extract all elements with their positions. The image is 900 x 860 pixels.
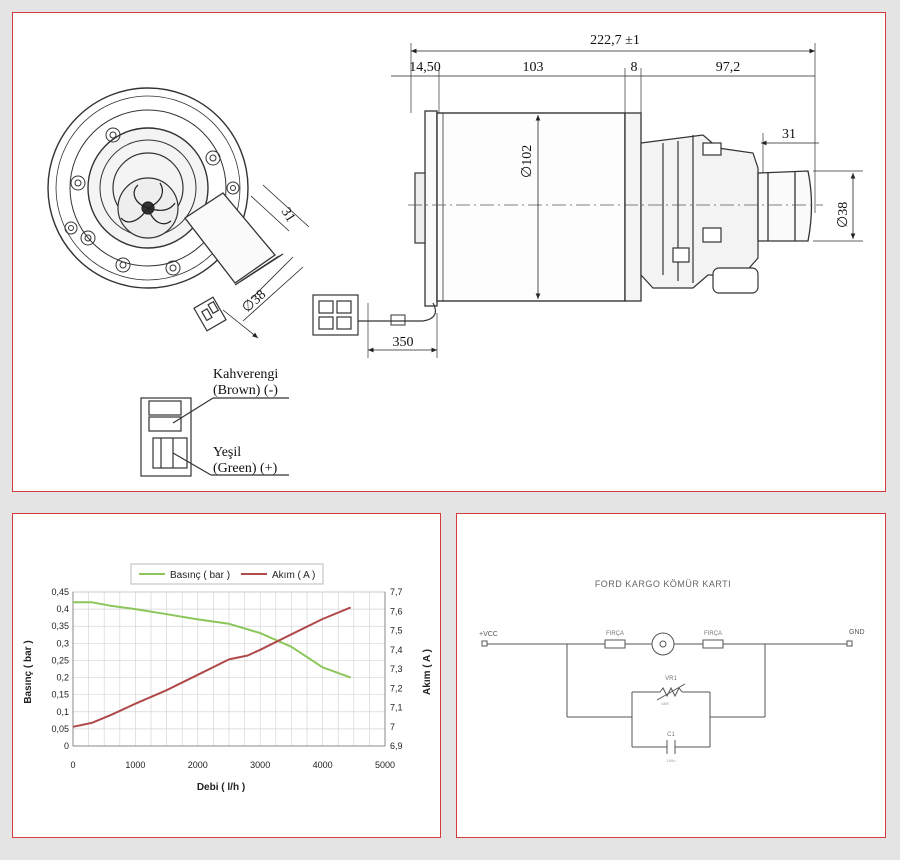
front-view: [47, 87, 284, 332]
y2-tick-label: 7,5: [390, 626, 403, 636]
y-tick-label: 0,35: [51, 621, 69, 631]
outlet-diameter-label: ∅38: [836, 202, 851, 228]
motor-shaft-icon: [659, 640, 667, 648]
chart-ylabel: Basınç ( bar ): [23, 640, 34, 703]
chart-axes: [72, 592, 386, 747]
body-length-label: 103: [523, 60, 544, 75]
capacitor: [666, 740, 676, 754]
chart-grid: [72, 591, 386, 747]
impeller: [120, 182, 176, 225]
side-view: [312, 43, 863, 358]
y-tick-label: 0,45: [51, 587, 69, 597]
y-tick-label: 0,2: [56, 673, 69, 683]
x-tick-label: 1000: [125, 760, 145, 770]
y-tick-label: 0: [64, 741, 69, 751]
y-tick-label: 0,25: [51, 655, 69, 665]
chart-xlabel: Debi ( l/h ): [197, 782, 245, 793]
y-tick-label: 0,1: [56, 707, 69, 717]
front-outlet-diameter-label: ∅38: [240, 287, 270, 316]
mounting-screws: [64, 127, 240, 276]
y2-tick-label: 7,6: [390, 606, 403, 616]
green-wire-label-1: Yeşil: [213, 445, 241, 460]
capacitor-label: C1: [667, 732, 675, 738]
drawing-canvas: 31 ∅38: [47, 33, 863, 477]
y2-tick-label: 7,7: [390, 587, 403, 597]
brown-wire-label-1: Kahverengi: [213, 367, 278, 382]
varistor: [656, 683, 686, 701]
front-connector: [193, 296, 227, 332]
legend-label-current: Akım ( A ): [272, 570, 315, 581]
body-diameter-label: ∅102: [520, 145, 535, 178]
outlet-length-label: 31: [782, 127, 796, 142]
circuit-wires: [485, 643, 849, 748]
y-tick-label: 0,15: [51, 690, 69, 700]
front-outlet-tube: [184, 192, 284, 286]
chart-y2label: Akım ( A ): [422, 649, 433, 695]
varistor-sublabel: VAR: [661, 701, 669, 706]
cable-connector: [312, 294, 359, 336]
gnd-label: GND: [849, 629, 865, 636]
connector-pinout: [140, 397, 289, 477]
gap-length-label: 8: [631, 60, 638, 75]
y-tick-label: 0,3: [56, 638, 69, 648]
y2-tick-label: 7,1: [390, 703, 403, 713]
x-tick-label: 4000: [313, 760, 333, 770]
x-tick-label: 2000: [188, 760, 208, 770]
chart-lines: [72, 601, 352, 728]
circuit-title: FORD KARGO KÖMÜR KARTI: [595, 579, 731, 589]
y2-tick-label: 7: [390, 722, 395, 732]
gnd-terminal: [846, 640, 853, 647]
brush1-resistor: [604, 639, 626, 649]
chart-ticks: 0 1000 2000 3000 4000 5000 0 0,05 0,1 0,15 0,2 0,25…: [51, 587, 402, 770]
front-dimensions: [222, 184, 310, 339]
head-length-label: 97,2: [716, 60, 741, 75]
technical-drawing-panel: 31 ∅38: [12, 12, 886, 492]
capacitor-sublabel: 100n: [667, 758, 676, 763]
side-outlet-tube: [757, 170, 813, 242]
brush2-resistor: [702, 639, 724, 649]
vcc-label: +VCC: [479, 631, 498, 638]
performance-chart: 0 1000 2000 3000 4000 5000 0 0,05 0,1 0,15 0,2 0,25…: [23, 563, 433, 793]
brush2-label: FIRÇA: [704, 631, 722, 637]
y2-tick-label: 7,3: [390, 664, 403, 674]
y2-tick-label: 6,9: [390, 741, 403, 751]
brush1-label: FIRÇA: [606, 631, 624, 637]
varistor-label: VR1: [665, 676, 677, 682]
series-line-pressure: [73, 601, 352, 679]
overall-length-label: 222,7 ±1: [590, 33, 640, 48]
chart-legend: Basınç ( bar ) Akım ( A ): [130, 563, 324, 585]
cable-length-label: 350: [393, 335, 414, 350]
brown-wire-label-2: (Brown) (-): [213, 383, 278, 398]
x-tick-label: 0: [70, 760, 75, 770]
legend-label-pressure: Basınç ( bar ): [170, 570, 230, 581]
front-outlet-length-label: 31: [278, 205, 298, 225]
circuit-schematic: FORD KARGO KÖMÜR KARTI +VCC GND FIRÇA FI…: [479, 579, 865, 763]
motor-symbol: [651, 632, 675, 656]
green-wire-label-2: (Green) (+): [213, 461, 278, 476]
y-tick-label: 0,05: [51, 724, 69, 734]
vcc-terminal: [481, 640, 488, 647]
x-tick-label: 3000: [250, 760, 270, 770]
y2-tick-label: 7,4: [390, 645, 403, 655]
flange-length-label: 14,50: [409, 60, 441, 75]
x-tick-label: 5000: [375, 760, 395, 770]
performance-chart-panel: 0 1000 2000 3000 4000 5000 0 0,05 0,1 0,15 0,2 0,25…: [12, 513, 441, 838]
pump-head: [640, 134, 759, 294]
y-tick-label: 0,4: [56, 604, 69, 614]
circuit-panel: FORD KARGO KÖMÜR KARTI +VCC GND FIRÇA FI…: [456, 513, 886, 838]
y2-tick-label: 7,2: [390, 683, 403, 693]
series-line-current: [72, 606, 352, 728]
